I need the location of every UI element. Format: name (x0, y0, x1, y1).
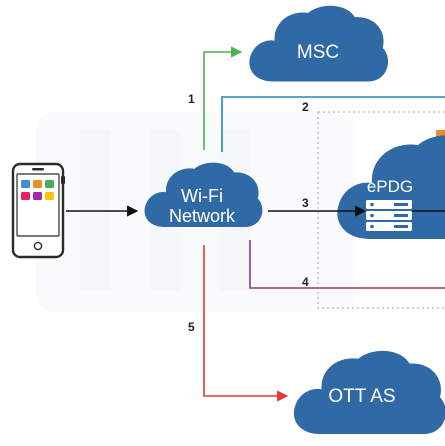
link-2-line (221, 96, 445, 152)
link-1-line (203, 46, 243, 150)
operator-boundary (317, 111, 445, 309)
ott-as-cloud: OTT AS (293, 350, 445, 434)
wifi-network-cloud: Wi-Fi Network (144, 162, 263, 227)
wifi-label-line2: Network (169, 206, 236, 226)
msc-label: MSC (297, 42, 339, 63)
link-4-line (249, 240, 445, 289)
wifi-label-line1: Wi-Fi (181, 186, 223, 206)
ott-label: OTT AS (328, 386, 395, 407)
link-5-line (203, 245, 289, 402)
msc-cloud: MSC (249, 5, 389, 82)
link-2-label: 2 (302, 100, 309, 114)
link-1-label: 1 (188, 92, 195, 106)
link-5-label: 5 (188, 320, 195, 334)
server-icon (366, 200, 412, 231)
epdg-cloud: ePDG (337, 135, 445, 239)
smartphone-icon (11, 162, 65, 259)
link-4-label: 4 (302, 275, 309, 289)
epdg-label: ePDG (367, 177, 413, 196)
link-3-label: 3 (302, 196, 309, 210)
